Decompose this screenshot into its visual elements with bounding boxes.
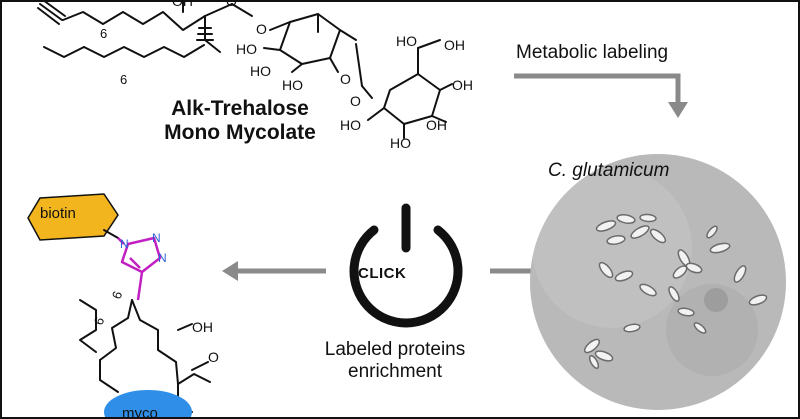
triazole-ring: [117, 236, 162, 301]
product-label-carbonyl-o: O: [208, 349, 219, 365]
click-power-icon: [349, 203, 463, 328]
click-label: CLICK: [358, 265, 407, 282]
biotin-tag-label: biotin: [40, 205, 76, 222]
triazole-n3: N: [158, 251, 167, 265]
biotin-tag-shape: [27, 193, 119, 241]
arrow-head-left: [222, 261, 238, 281]
compound-name-line2: Mono Mycolate: [164, 121, 316, 145]
alk-trehalose-structure: [37, 0, 453, 139]
atom-label-ho-1: HO: [236, 41, 257, 57]
atom-label-oh-3: OH: [452, 77, 473, 93]
myco-tag-label: myco: [122, 405, 158, 419]
atom-label-link-o: O: [350, 93, 361, 109]
triazole-n2: N: [152, 231, 161, 245]
arrow-metabolic-labeling: [514, 73, 681, 104]
atom-label-ho-4: HO: [396, 33, 417, 49]
product-repeat-6-upper: 6: [109, 289, 126, 301]
arrow-head-down: [668, 102, 688, 118]
compound-name: Alk-Trehalose Mono Mycolate: [120, 97, 360, 145]
atom-label-ho-5: HO: [340, 117, 361, 133]
product-label-oh: OH: [192, 319, 213, 335]
alk-trehalose-atom-labels: OH O O 6 6 HO HO HO O O HO OH OH OH HO H…: [100, 0, 473, 151]
enrichment-label: Labeled proteins enrichment: [300, 339, 490, 383]
atom-label-oh-2: OH: [444, 37, 465, 53]
enrichment-line1: Labeled proteins: [324, 339, 466, 360]
atom-label-oh-4: OH: [426, 117, 447, 133]
chain-repeat-6-lower: 6: [120, 72, 127, 87]
triazole-n1: N: [120, 237, 129, 251]
myco-tag-shape: [104, 390, 192, 419]
atom-label-ho-2: HO: [250, 63, 271, 79]
atom-label-ester-o: O: [256, 21, 267, 37]
atom-label-ring-o: O: [340, 71, 351, 87]
atom-label-ho-6: HO: [390, 135, 411, 151]
metabolic-labeling-label: Metabolic labeling: [516, 42, 669, 63]
micrograph-image: [530, 154, 786, 410]
compound-name-line1: Alk-Trehalose: [171, 97, 309, 120]
atom-label-carbonyl-o: O: [226, 0, 237, 9]
enrichment-line2: enrichment: [348, 360, 442, 382]
chain-repeat-6-upper: 6: [100, 26, 107, 41]
product-repeat-6-lower: 6: [91, 315, 108, 327]
atom-label-ho-3: HO: [282, 77, 303, 93]
product-structure: [79, 229, 211, 413]
organism-label: C. glutamicum: [548, 160, 670, 181]
atom-label-oh: OH: [172, 0, 193, 9]
